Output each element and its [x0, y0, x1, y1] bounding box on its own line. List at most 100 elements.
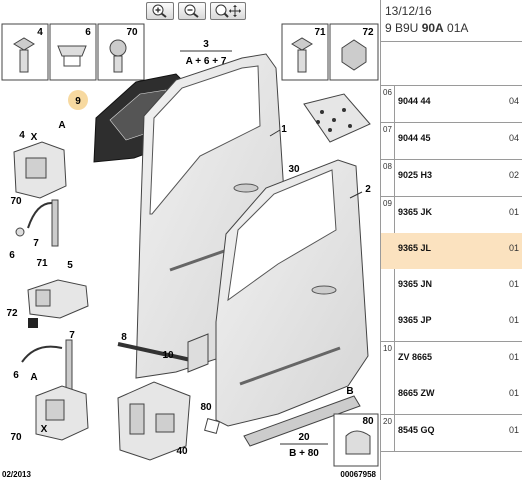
- part-reference[interactable]: 9025 H3: [398, 170, 433, 180]
- part-row[interactable]: 9365 JP 01: [381, 305, 522, 341]
- footer-ref: 00067958: [340, 470, 376, 479]
- callout-20-formula: B + 80: [289, 448, 319, 459]
- panel-header: 13/12/16 9 B9U 90A 01A: [381, 0, 522, 42]
- parts-diagram[interactable]: 4 6 70 71 72 3 A + 6 + 7 9 1: [0, 0, 380, 480]
- callout-70-top: 70: [126, 27, 138, 38]
- callout-72-left: 72: [6, 308, 18, 319]
- rear-door[interactable]: [215, 159, 369, 427]
- group-code: 09: [383, 199, 392, 208]
- group-code: 07: [383, 125, 392, 134]
- callout-71-left: 71: [36, 258, 48, 269]
- callout-20: 20: [298, 432, 310, 443]
- callout-6-top: 6: [85, 27, 91, 38]
- seal-strip-8[interactable]: [117, 342, 201, 364]
- ref-suffix: 01A: [443, 21, 469, 35]
- callout-70-lower: 70: [10, 432, 22, 443]
- catalog-reference: 9 B9U 90A 01A: [385, 21, 522, 35]
- callout-8: 8: [121, 332, 127, 343]
- part-row[interactable]: 8665 ZW 01: [381, 378, 522, 414]
- part-quantity: 01: [508, 425, 519, 435]
- part-quantity: 01: [508, 388, 519, 398]
- trim-piece-10[interactable]: [187, 333, 209, 373]
- lower-molding-b[interactable]: [243, 395, 361, 447]
- callout-7-upper: 7: [33, 238, 39, 249]
- callout-10: 10: [162, 350, 174, 361]
- door-check-upper[interactable]: [15, 199, 59, 247]
- part-reference[interactable]: 9044 45: [398, 133, 431, 143]
- part-row-selected[interactable]: 9365 JL 01: [381, 233, 522, 269]
- lower-hinge[interactable]: [35, 385, 89, 441]
- part-row[interactable]: 8545 GQ 01: [381, 415, 522, 451]
- part-quantity: 04: [508, 133, 519, 143]
- top-part-box-71[interactable]: 71: [281, 23, 329, 81]
- callout-72-top: 72: [362, 27, 374, 38]
- part-row[interactable]: 9044 45 04: [381, 123, 522, 159]
- part-box-80[interactable]: 80: [333, 413, 379, 467]
- callout-a-upper: A: [58, 120, 65, 131]
- part-quantity: 01: [508, 243, 519, 253]
- nut-72[interactable]: [28, 318, 38, 328]
- top-part-box-70[interactable]: 70: [97, 23, 145, 81]
- door-check-lower[interactable]: [21, 339, 73, 395]
- top-part-box-4[interactable]: 4: [1, 23, 49, 81]
- callout-x-upper: X: [31, 132, 38, 143]
- part-reference[interactable]: 9365 JK: [398, 207, 433, 217]
- zoom-in-icon: [152, 4, 167, 18]
- part-quantity: 01: [508, 315, 519, 325]
- clip-80[interactable]: [204, 418, 220, 434]
- group-divider: [394, 197, 395, 341]
- part-quantity: 01: [508, 207, 519, 217]
- zoom-out-icon: [184, 4, 199, 18]
- part-reference[interactable]: 8665 ZW: [398, 388, 435, 398]
- door-lock-40[interactable]: [117, 381, 191, 461]
- part-reference[interactable]: 9365 JP: [398, 315, 432, 325]
- part-group: 07 9044 45 04: [381, 123, 522, 160]
- part-reference[interactable]: 9365 JL: [398, 243, 432, 253]
- move-zoom-button[interactable]: [210, 2, 246, 20]
- part-reference[interactable]: 9044 44: [398, 96, 431, 106]
- callout-3: 3: [203, 39, 209, 50]
- upper-hinge[interactable]: [13, 141, 67, 199]
- zoom-in-button[interactable]: [146, 2, 174, 20]
- callout-9[interactable]: 9: [75, 96, 81, 107]
- middle-hinge[interactable]: [27, 279, 89, 319]
- group-divider: [394, 86, 395, 122]
- ref-bold: 90A: [421, 21, 444, 35]
- callout-b: B: [346, 386, 353, 397]
- callout-71-top: 71: [314, 27, 326, 38]
- part-reference[interactable]: ZV 8665: [398, 352, 433, 362]
- move-zoom-icon: [215, 4, 241, 18]
- part-reference[interactable]: 8545 GQ: [398, 425, 435, 435]
- callout-4-left: 4: [19, 130, 25, 141]
- zoom-out-button[interactable]: [178, 2, 206, 20]
- group-code: 10: [383, 344, 392, 353]
- callout-1: 1: [281, 124, 287, 135]
- part-quantity: 01: [508, 279, 519, 289]
- zoom-toolbar: [146, 2, 246, 20]
- part-reference[interactable]: 9365 JN: [398, 279, 433, 289]
- callout-5: 5: [67, 260, 73, 271]
- panel-spacer: [381, 42, 522, 86]
- top-part-box-72[interactable]: 72: [329, 23, 379, 81]
- callout-80-mid: 80: [200, 402, 212, 413]
- part-row[interactable]: 9365 JK 01: [381, 197, 522, 233]
- part-row[interactable]: 9365 JN 01: [381, 269, 522, 305]
- group-code: 08: [383, 162, 392, 171]
- callout-80-box: 80: [362, 416, 374, 427]
- group-divider: [394, 342, 395, 414]
- exploded-view-drawing: 4 6 70 71 72 3 A + 6 + 7 9 1: [1, 23, 379, 479]
- top-part-box-6[interactable]: 6: [49, 23, 97, 81]
- clips-kit-30[interactable]: [303, 93, 371, 143]
- callout-70-left: 70: [10, 196, 22, 207]
- callout-3-formula: A + 6 + 7: [186, 56, 227, 67]
- callout-2: 2: [365, 184, 371, 195]
- callout-6-left: 6: [9, 250, 15, 261]
